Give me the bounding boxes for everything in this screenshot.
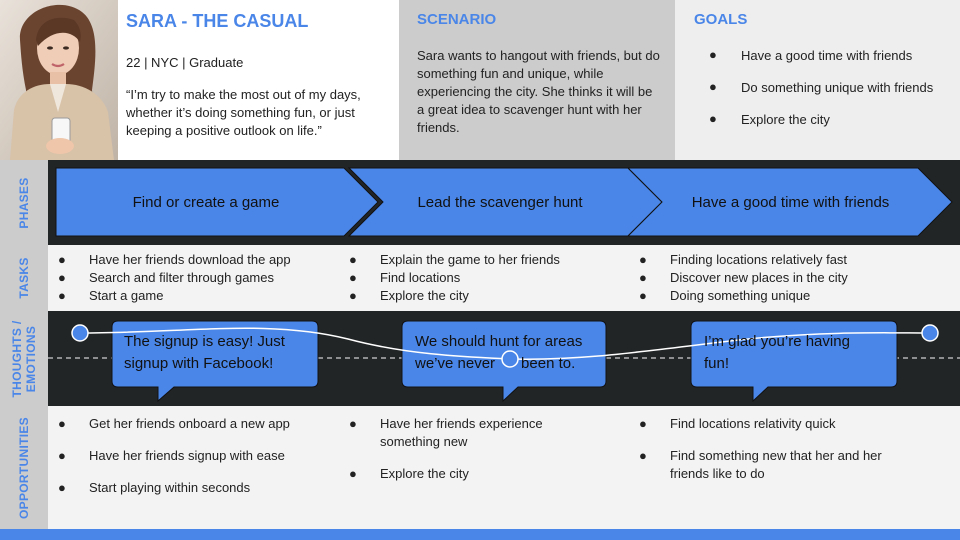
phase-arrow-1 [55, 167, 379, 237]
phase-arrows [55, 167, 953, 237]
goal-text: Have a good time with friends [741, 48, 913, 63]
bullet-icon: ● [639, 416, 647, 431]
bullet-icon: ● [58, 270, 66, 285]
persona-meta: 22 | NYC | Graduate [126, 55, 244, 70]
row-label-text: OPPORTUNITIES [17, 416, 31, 519]
thought-text-2: We should hunt for areas we’ve never been… [415, 331, 582, 375]
task-text: Have her friends download the app [89, 252, 291, 267]
footer-accent-bar [0, 529, 960, 540]
row-label-thoughts: THOUGHTS / EMOTIONS [0, 311, 48, 406]
bullet-icon: ● [58, 480, 66, 495]
persona-photo [0, 0, 118, 160]
emotion-point-middle [501, 350, 519, 368]
task-text: Start a game [89, 288, 164, 303]
task-text: Explore the city [380, 288, 469, 303]
bullet-icon: ● [349, 270, 357, 285]
bullet-icon: ● [639, 270, 647, 285]
row-label-line: THOUGHTS / [10, 320, 24, 397]
opportunity-line: Find something new that her and her [670, 448, 882, 463]
phase-label-3: Have a good time with friends [691, 194, 890, 211]
bullet-icon: ● [639, 448, 647, 463]
goals-card: GOALS ● Have a good time with friends ● … [675, 0, 960, 160]
row-label-text: TASKS [17, 257, 31, 299]
scenario-text: Sara wants to hangout with friends, but … [417, 48, 660, 135]
row-label-text: THOUGHTS / EMOTIONS [10, 320, 38, 397]
goals-title: GOALS [694, 11, 748, 28]
emotion-journey [48, 320, 960, 403]
goal-text: Do something unique with friends [741, 80, 934, 95]
row-label-text: PHASES [17, 176, 31, 229]
row-label-opportunities: OPPORTUNITIES [0, 406, 48, 529]
opportunity-line: friends like to do [670, 466, 765, 481]
emotion-point-start [71, 324, 89, 342]
task-text: Doing something unique [670, 288, 811, 303]
opportunity-line: something new [380, 434, 468, 449]
bullet-icon: ● [709, 111, 717, 126]
bullet-icon: ● [349, 288, 357, 303]
task-text: Find locations [380, 270, 461, 285]
bullet-icon: ● [58, 252, 66, 267]
phases-band: Find or create a game Lead the scavenger… [48, 160, 960, 245]
row-label-phases: PHASES [0, 160, 48, 245]
opportunity-line: Have her friends experience [380, 416, 543, 431]
phase-arrow-3 [626, 167, 953, 237]
thought-text-1: The signup is easy! Just signup with Fac… [124, 331, 285, 375]
thought-bubble-3 [690, 320, 898, 403]
persona-name: SARA - THE CASUAL [126, 11, 309, 31]
thought-fragment: we’ve never [415, 355, 496, 372]
thought-line: signup with Facebook! [124, 355, 274, 372]
opportunity-text: Start playing within seconds [89, 480, 251, 495]
persona-quote: “I’m try to make the most out of my days… [126, 87, 361, 138]
thought-fragment: been to. [521, 355, 576, 372]
bullet-icon: ● [349, 416, 357, 431]
task-text: Explain the game to her friends [380, 252, 560, 267]
emotion-point-end [921, 324, 939, 342]
bullet-icon: ● [58, 448, 66, 463]
bullet-icon: ● [639, 252, 647, 267]
row-label-tasks: TASKS [0, 245, 48, 311]
bullet-icon: ● [349, 252, 357, 267]
bullet-icon: ● [58, 416, 66, 431]
opportunity-text: Have her friends experience something new [380, 415, 543, 451]
thought-text-3: I’m glad you’re having fun! [704, 331, 850, 375]
thought-line: The signup is easy! Just [124, 333, 285, 350]
bullet-icon: ● [709, 47, 717, 62]
thought-line: We should hunt for areas [415, 333, 583, 350]
scenario-card: SCENARIO Sara wants to hangout with frie… [399, 0, 675, 160]
goal-text: Explore the city [741, 112, 830, 127]
bullet-icon: ● [709, 79, 717, 94]
thought-bubble-1 [111, 320, 319, 403]
task-text: Finding locations relatively fast [670, 252, 848, 267]
opportunity-text: Explore the city [380, 466, 469, 481]
thought-line: we’ve never been to. [415, 353, 582, 375]
opportunity-text: Get her friends onboard a new app [89, 416, 290, 431]
task-text: Discover new places in the city [670, 270, 848, 285]
persona-card: SARA - THE CASUAL 22 | NYC | Graduate “I… [118, 0, 399, 160]
scenario-title: SCENARIO [417, 11, 497, 28]
task-text: Search and filter through games [89, 270, 274, 285]
thought-line: fun! [704, 355, 730, 372]
row-label-line: EMOTIONS [24, 325, 38, 392]
phase-label-1: Find or create a game [132, 194, 280, 211]
bullet-icon: ● [349, 466, 357, 481]
thoughts-band: The signup is easy! Just signup with Fac… [48, 311, 960, 406]
tasks-band: ● Have her friends download the app ● Sear… [48, 245, 960, 311]
opportunities-band: ● Get her friends onboard a new app ● Have… [48, 406, 960, 529]
opportunity-text: Find something new that her and her frien… [670, 447, 882, 483]
bullet-icon: ● [639, 288, 647, 303]
opportunity-text: Find locations relativity quick [670, 416, 836, 431]
persona-photo-illustration [0, 0, 118, 160]
opportunity-text: Have her friends signup with ease [89, 448, 285, 463]
phase-label-2: Lead the scavenger hunt [417, 194, 583, 211]
thought-line: I’m glad you’re having [704, 333, 850, 350]
bullet-icon: ● [58, 288, 66, 303]
